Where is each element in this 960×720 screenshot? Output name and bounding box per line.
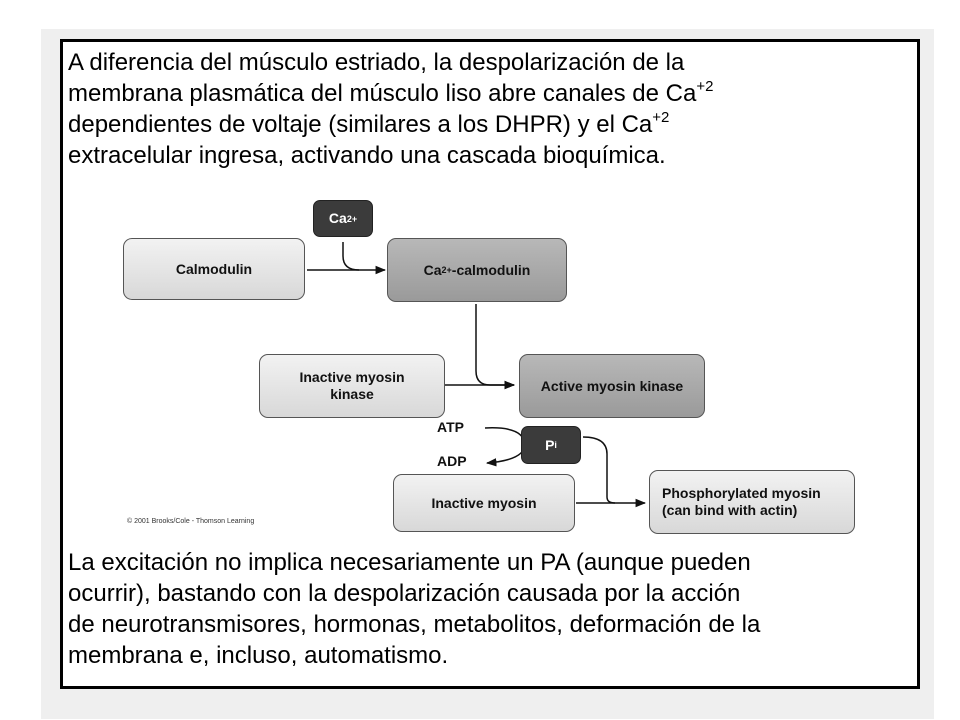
- phosphorylated-myosin-box: Phosphorylated myosin (can bind with act…: [649, 470, 855, 534]
- inactive-myosin-kinase-box: Inactive myosin kinase: [259, 354, 445, 418]
- inactive-myosin-label: Inactive myosin: [431, 494, 537, 511]
- intro-line-2: membrana plasmática del músculo liso abr…: [68, 80, 697, 107]
- intro-line-3-superscript: +2: [652, 109, 670, 126]
- arrow-atp-adp: [484, 427, 526, 467]
- active-kinase-label: Active myosin kinase: [540, 377, 684, 394]
- calmodulin-label: Calmodulin: [175, 260, 253, 277]
- copyright-notice: © 2001 Brooks/Cole - Thomson Learning: [127, 518, 255, 525]
- calcium-ion-label: Ca: [328, 210, 347, 226]
- intro-line-2-superscript: +2: [696, 78, 714, 95]
- arrow-kinase-to-phospho: [582, 436, 616, 504]
- inactive-kinase-line-2: kinase: [330, 386, 374, 402]
- intro-line-3: dependientes de voltaje (similares a los…: [68, 111, 653, 138]
- inactive-kinase-line-1: Inactive myosin: [299, 369, 405, 385]
- phospho-myosin-line-1: Phosphorylated myosin: [662, 485, 821, 501]
- closing-line-3: de neurotransmisores, hormonas, metaboli…: [68, 611, 761, 638]
- atp-label: ATP: [437, 419, 464, 435]
- content-frame: A diferencia del músculo estriado, la de…: [60, 39, 920, 689]
- closing-line-4: membrana e, incluso, automatismo.: [68, 642, 449, 669]
- active-myosin-kinase-box: Active myosin kinase: [519, 354, 705, 418]
- arrow-ca-join: [342, 242, 360, 271]
- closing-paragraph: La excitación no implica necesariamente …: [68, 547, 908, 671]
- closing-line-2: ocurrir), bastando con la despolarizació…: [68, 580, 741, 607]
- arrow-to-active-kinase: [475, 304, 516, 390]
- phosphate-label: P: [545, 436, 555, 453]
- ca-calmodulin-ion: Ca: [423, 261, 442, 278]
- adp-label: ADP: [437, 453, 467, 469]
- closing-line-1: La excitación no implica necesariamente …: [68, 549, 751, 576]
- intro-line-1: A diferencia del músculo estriado, la de…: [68, 49, 685, 76]
- phospho-myosin-line-2: (can bind with actin): [662, 502, 798, 518]
- ca-calmodulin-label: -calmodulin: [451, 261, 531, 278]
- intro-line-4: extracelular ingresa, activando una casc…: [68, 142, 666, 169]
- inactive-myosin-box: Inactive myosin: [393, 474, 575, 532]
- intro-paragraph: A diferencia del músculo estriado, la de…: [68, 47, 908, 171]
- calmodulin-box: Calmodulin: [123, 238, 305, 300]
